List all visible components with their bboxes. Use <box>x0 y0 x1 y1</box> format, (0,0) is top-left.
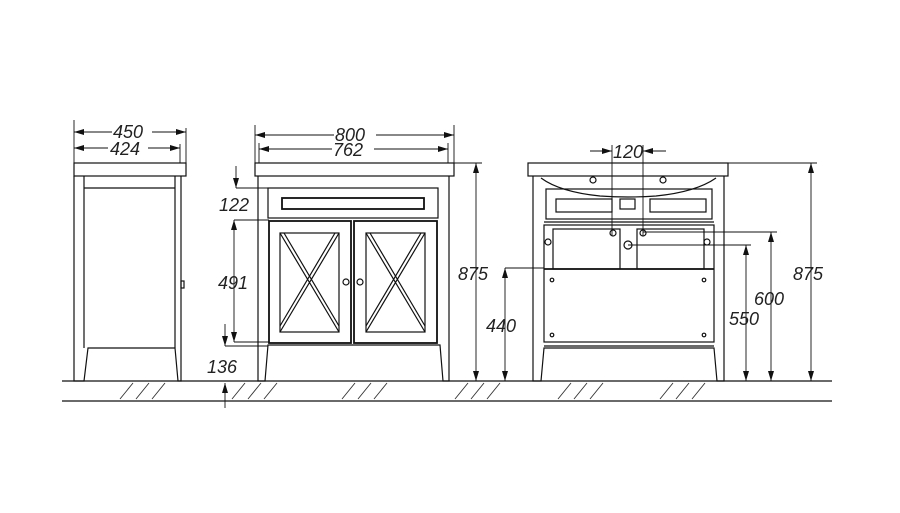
drain-height-label: 440 <box>486 316 516 336</box>
door-height-label: 491 <box>218 273 248 293</box>
front-total-height-label: 875 <box>458 264 489 284</box>
side-view: 450 424 <box>73 120 187 382</box>
rear-view: 120 440 600 550 875 <box>486 142 824 382</box>
drain-outlet-height-label: 550 <box>729 309 759 329</box>
rear-total-height-label: 875 <box>793 264 824 284</box>
water-inlet-height-label: 600 <box>754 289 784 309</box>
side-width-body: 424 <box>110 139 140 159</box>
door-knob-icon <box>356 278 364 286</box>
front-width-overall: 800 <box>335 125 365 145</box>
front-view: 800 762 122 491 136 875 <box>207 125 489 408</box>
mounting-holes <box>544 176 711 338</box>
door-knob-icon <box>342 278 350 286</box>
drawer-height-label: 122 <box>219 195 249 215</box>
side-width-overall: 450 <box>113 122 143 142</box>
floor <box>62 380 832 402</box>
tap-spacing-label: 120 <box>613 142 643 162</box>
front-width-body: 762 <box>333 140 363 160</box>
leg-clearance-label: 136 <box>207 357 238 377</box>
